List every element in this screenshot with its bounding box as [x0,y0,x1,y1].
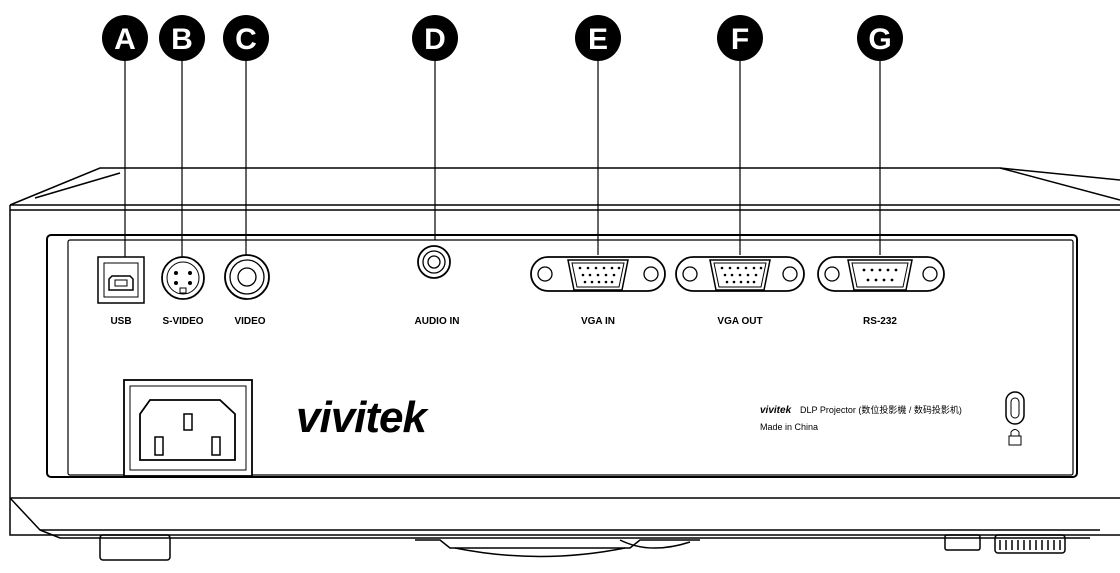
svideo-label: S-VIDEO [162,316,203,327]
callout-a: A [102,15,148,61]
product-line-text: DLP Projector (数位投影機 / 数码投影机) [800,404,962,415]
callout-e-letter: E [588,23,608,56]
kensington-lock-icon [1005,391,1025,446]
callout-c: C [223,15,269,61]
callout-e: E [575,15,621,61]
vga-in-port: VGA IN [530,256,666,327]
callout-g-letter: G [868,23,891,56]
video-label: VIDEO [234,316,265,327]
origin-text: Made in China [760,422,818,432]
audio-in-port: AUDIO IN [415,245,460,327]
usb-port: USB [97,256,145,327]
callout-c-letter: C [235,23,257,56]
svideo-port: S-VIDEO [161,256,205,327]
product-label-logo: vivitek [760,405,792,416]
vga-out-port: VGA OUT [675,256,805,327]
callout-f: F [717,15,763,61]
callout-a-letter: A [114,23,136,56]
usb-b-connector-icon [108,275,134,291]
vga-out-label: VGA OUT [717,316,762,327]
callout-d: D [412,15,458,61]
callout-g: G [857,15,903,61]
callout-b: B [159,15,205,61]
bottom-feet [99,534,1066,561]
power-socket-icon [123,379,253,477]
usb-label: USB [110,316,131,327]
projector-housing [9,167,1120,539]
callout-b-letter: B [171,23,193,56]
rs232-port: RS-232 [817,256,945,327]
callout-d-letter: D [424,23,446,56]
vivitek-logo: vivitek [296,393,430,442]
audio-in-label: AUDIO IN [415,316,460,327]
callout-leaders [124,60,881,290]
video-port: VIDEO [224,254,270,327]
vga-in-label: VGA IN [581,316,615,327]
rs232-label: RS-232 [863,316,897,327]
callout-f-letter: F [731,23,749,56]
product-label: vivitek DLP Projector (数位投影機 / 数码投影机) Ma… [760,404,962,432]
recessed-panel [46,234,1078,478]
